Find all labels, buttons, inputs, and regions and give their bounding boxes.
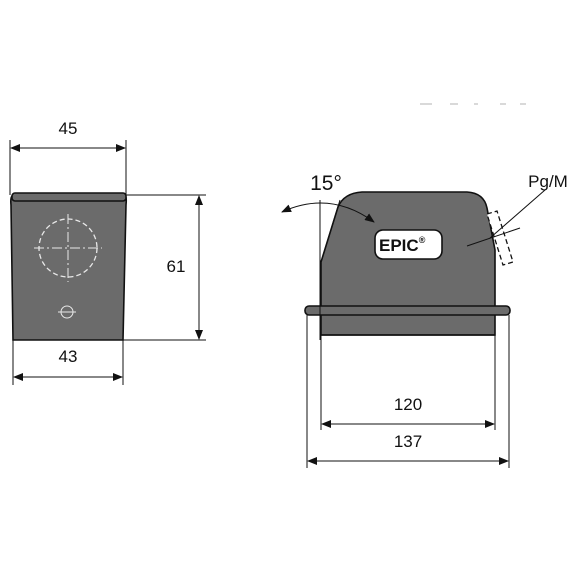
angle-label: 15°	[310, 172, 342, 195]
side-view-base-rail	[304, 305, 511, 316]
front-view: 45 61 43	[9, 119, 206, 385]
dim-137-label: 137	[394, 432, 422, 451]
thread-label: Pg/M	[528, 172, 568, 191]
dim-45-label: 45	[59, 119, 78, 138]
epic-logo-frame	[374, 229, 443, 260]
dim-61-label: 61	[167, 257, 186, 276]
thread-centerline	[466, 227, 521, 247]
epic-logo: EPIC®	[379, 235, 426, 255]
dim-120-label: 120	[394, 395, 422, 414]
thread-leader	[489, 189, 546, 239]
thread-stub	[486, 210, 514, 266]
front-view-top-flange	[11, 192, 127, 202]
side-view: EPIC® Pg/M 15° 120 137	[281, 103, 568, 468]
dim-43-label: 43	[59, 347, 78, 366]
side-view-housing	[320, 191, 496, 336]
angle-arc	[281, 202, 375, 223]
